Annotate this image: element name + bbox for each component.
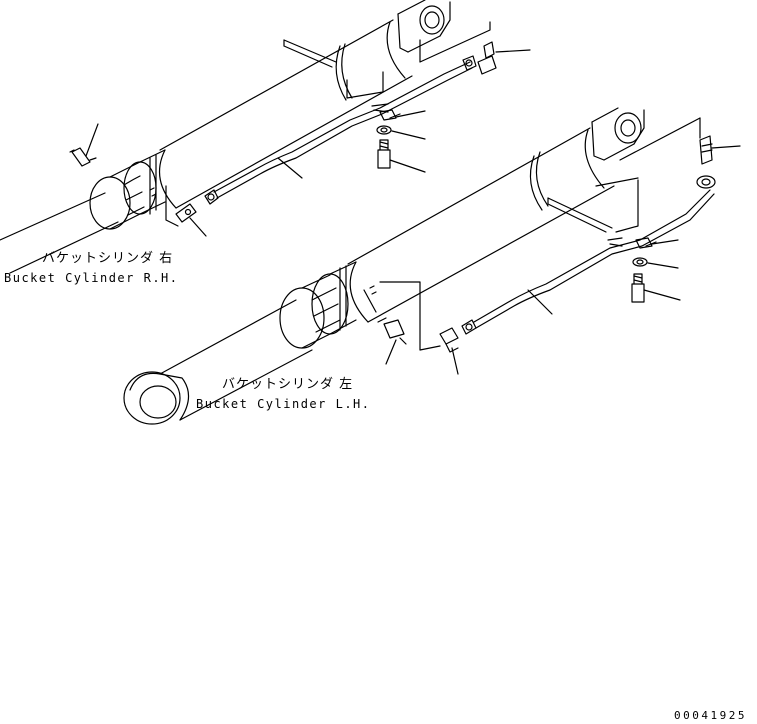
cylinder-tube-lh — [347, 127, 615, 323]
piston-rod-rh — [0, 192, 119, 274]
grease-fitting-top-lh — [699, 135, 741, 165]
strap-rh — [283, 39, 337, 68]
gland-lh — [279, 261, 357, 349]
hose-lh — [473, 189, 715, 329]
label-bucket-cylinder-lh-jp: バケットシリンダ 左 — [222, 377, 354, 392]
washer-rh — [376, 125, 426, 140]
connector-lh — [377, 317, 407, 365]
fitting-hose-end-top-rh — [462, 55, 477, 71]
bolt-rh — [377, 139, 426, 173]
bolt-lh — [631, 273, 681, 303]
clevis-rh — [397, 0, 451, 53]
cylinder-tube-rh — [158, 19, 413, 209]
fitting-hose-end-top-lh — [696, 175, 716, 189]
gland-rh — [89, 149, 166, 230]
washer-lh — [632, 257, 679, 269]
drawing-code: 00041925 — [674, 709, 747, 722]
hose-rh — [213, 61, 473, 199]
cylinder-lh — [123, 107, 741, 425]
clamp-lh — [635, 237, 679, 249]
grease-fitting-rh — [69, 123, 99, 167]
cylinder-rh — [0, 0, 531, 274]
elbow-fitting-lh — [439, 327, 459, 375]
fitting-hose-end-rh — [204, 189, 219, 205]
elbow-fitting-top-rh — [477, 41, 531, 75]
label-bucket-cylinder-rh-jp: バケットシリンダ 右 — [42, 251, 174, 266]
leaders-rh — [149, 21, 491, 227]
rod-eye-lh — [123, 371, 190, 425]
piston-rod-lh — [159, 299, 313, 421]
label-bucket-cylinder-rh-en: Bucket Cylinder R.H. — [4, 271, 179, 285]
strap-lh — [547, 197, 613, 233]
fitting-hose-end-lh — [461, 319, 477, 335]
label-bucket-cylinder-lh-en: Bucket Cylinder L.H. — [196, 397, 371, 411]
clevis-lh — [591, 107, 645, 161]
leaders-lh — [363, 117, 701, 351]
clamp-rh — [379, 109, 426, 121]
connector-rh — [175, 203, 207, 237]
